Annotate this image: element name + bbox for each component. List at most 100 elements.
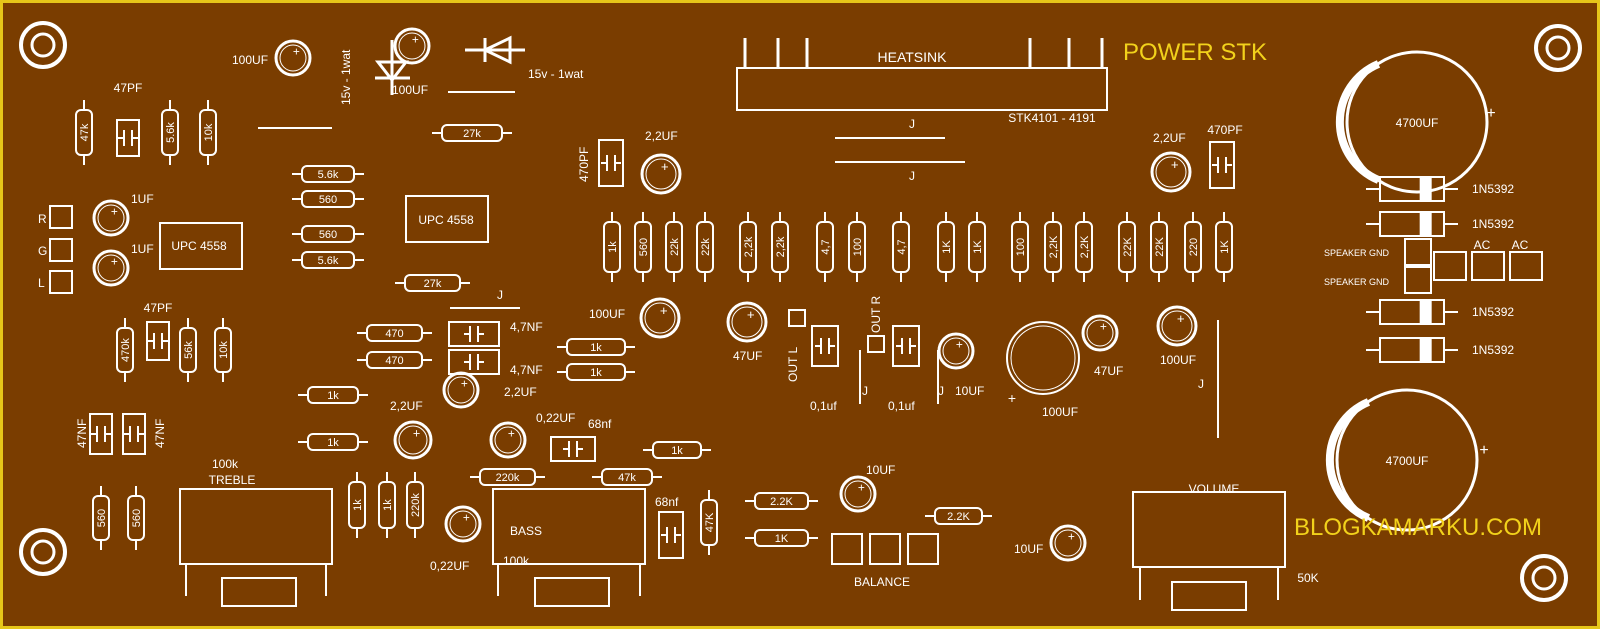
input-r-label: R: [38, 212, 47, 226]
bass-value-label: 100k: [503, 554, 530, 568]
resistor-label: 22K: [1154, 237, 1166, 257]
plus-mark: +: [660, 303, 668, 318]
capacitor-label: 100UF: [232, 53, 268, 67]
capacitor-label: 100UF: [589, 307, 625, 321]
ic-outline: [159, 195, 489, 270]
plus-mark: +: [661, 159, 669, 174]
diode-band: [1419, 338, 1432, 362]
module-label: STK4101 - 4191: [1008, 111, 1096, 125]
resistor-icon: [441, 124, 503, 142]
large-capacitor-icon: [1345, 50, 1489, 194]
heatsink-label: HEATSINK: [878, 49, 948, 65]
electrolytic-capacitor-icon: [1156, 305, 1198, 347]
resistor-icon: [307, 433, 359, 451]
capacitor-label: 0,22UF: [430, 559, 469, 573]
capacitor-label: 2,2UF: [504, 385, 537, 399]
resistor-label: 1k: [607, 241, 619, 253]
resistor-label: 5.6k: [318, 255, 339, 267]
resistor-label: 22k: [700, 238, 712, 256]
jumper-label: J: [497, 288, 503, 302]
resistor-label: 1k: [590, 342, 602, 354]
resistor-icon: [566, 338, 626, 356]
resistor-label: 2,2k: [775, 236, 787, 257]
jumper-label-3: J: [938, 384, 944, 398]
resistor-label: 470k: [120, 338, 132, 362]
cap-470pf-label: 470PF: [577, 147, 591, 182]
plus-mark: +: [412, 32, 419, 46]
plus-mark: +: [413, 426, 420, 440]
resistor-icon: [301, 225, 355, 243]
plus-mark: +: [1008, 390, 1016, 406]
capacitor-label: 2,2UF: [1153, 131, 1186, 145]
large-capacitor-icon: [1335, 388, 1479, 532]
ac-label-2: AC: [1512, 238, 1529, 252]
capacitor-inner-ring: [1086, 319, 1114, 347]
capacitor-label: 10UF: [1014, 542, 1043, 556]
website-label: BLOGKAMARKU.COM: [1294, 514, 1542, 541]
capacitor-inner-ring: [447, 376, 475, 404]
plus-mark: +: [747, 307, 755, 322]
cap-68nf-label-2: 68nf: [655, 495, 679, 509]
resistor-icon: [700, 499, 718, 546]
resistor-icon: [816, 221, 834, 273]
ceramic-capacitor-icon: [448, 321, 500, 347]
plus-mark: +: [463, 510, 470, 524]
resistor-icon: [366, 351, 423, 369]
capacitor-plates: [563, 441, 583, 457]
jumper-wires: [258, 91, 1219, 438]
plus-mark: +: [1479, 442, 1488, 459]
capacitor-4700uf-label: 4700UF: [1386, 454, 1429, 468]
resistor-icon: [127, 495, 145, 541]
resistor-icon: [404, 274, 461, 292]
capacitor-plates: [896, 338, 916, 354]
capacitor-inner-ring: [644, 302, 676, 334]
capacitor-inner-ring: [97, 204, 125, 232]
capacitor-inner-ring: [645, 158, 677, 190]
input-connectors: [49, 205, 1543, 353]
capacitor-label: 100UF: [1160, 353, 1196, 367]
speaker-gnd-label-1: SPEAKER GND: [1324, 248, 1390, 258]
resistor-label: 1k: [327, 437, 339, 449]
capacitor-label: 0,22UF: [536, 411, 575, 425]
diode-label: 1N5392: [1472, 305, 1514, 319]
cap-47pf-label-2: 47PF: [144, 301, 173, 315]
resistor-icon: [301, 165, 355, 183]
capacitor-plates: [815, 338, 835, 354]
resistor-icon: [603, 221, 621, 273]
plus-mark: +: [956, 337, 963, 351]
potentiometer-outlines: [179, 488, 1286, 611]
capacitor-inner-ring: [1161, 310, 1193, 342]
plus-mark: +: [1068, 529, 1075, 543]
resistor-label: 1k: [671, 445, 683, 457]
ceramic-capacitor-icon: [116, 119, 140, 157]
capacitor-inner-ring: [1010, 325, 1076, 391]
capacitor-inner-ring: [731, 306, 763, 338]
jumper-label-2: J: [862, 384, 868, 398]
parts-layer: [75, 27, 1489, 562]
cap-4-7nf-label: 4,7NF: [510, 320, 543, 334]
cap-68nf-label: 68nf: [588, 417, 612, 431]
resistor-label: 220k: [410, 493, 422, 517]
resistor-label: 4,7: [820, 239, 832, 254]
diode-band: [1419, 212, 1432, 236]
balance-label: BALANCE: [854, 575, 910, 589]
resistor-icon: [696, 221, 714, 273]
diode-label: 1N5392: [1472, 343, 1514, 357]
resistor-icon: [378, 481, 396, 529]
plus-mark: +: [1177, 311, 1185, 326]
zener-label-1: 15v - 1wat: [339, 49, 353, 105]
electrolytic-capacitor-icon: [393, 27, 431, 65]
diode-label: 1N5392: [1472, 217, 1514, 231]
resistor-label: 560: [96, 509, 108, 527]
cap-47nf-label-2: 47NF: [153, 419, 167, 448]
bass-label: BASS: [510, 524, 542, 538]
resistor-icon: [1075, 221, 1093, 273]
resistor-label: 27k: [424, 278, 442, 290]
capacitor-inner-ring: [1155, 156, 1187, 188]
resistor-icon: [307, 386, 359, 404]
resistor-label: 1k: [382, 499, 394, 511]
treble-label: TREBLE: [209, 473, 256, 487]
resistor-icon: [968, 221, 986, 273]
resistor-icon: [348, 481, 366, 529]
